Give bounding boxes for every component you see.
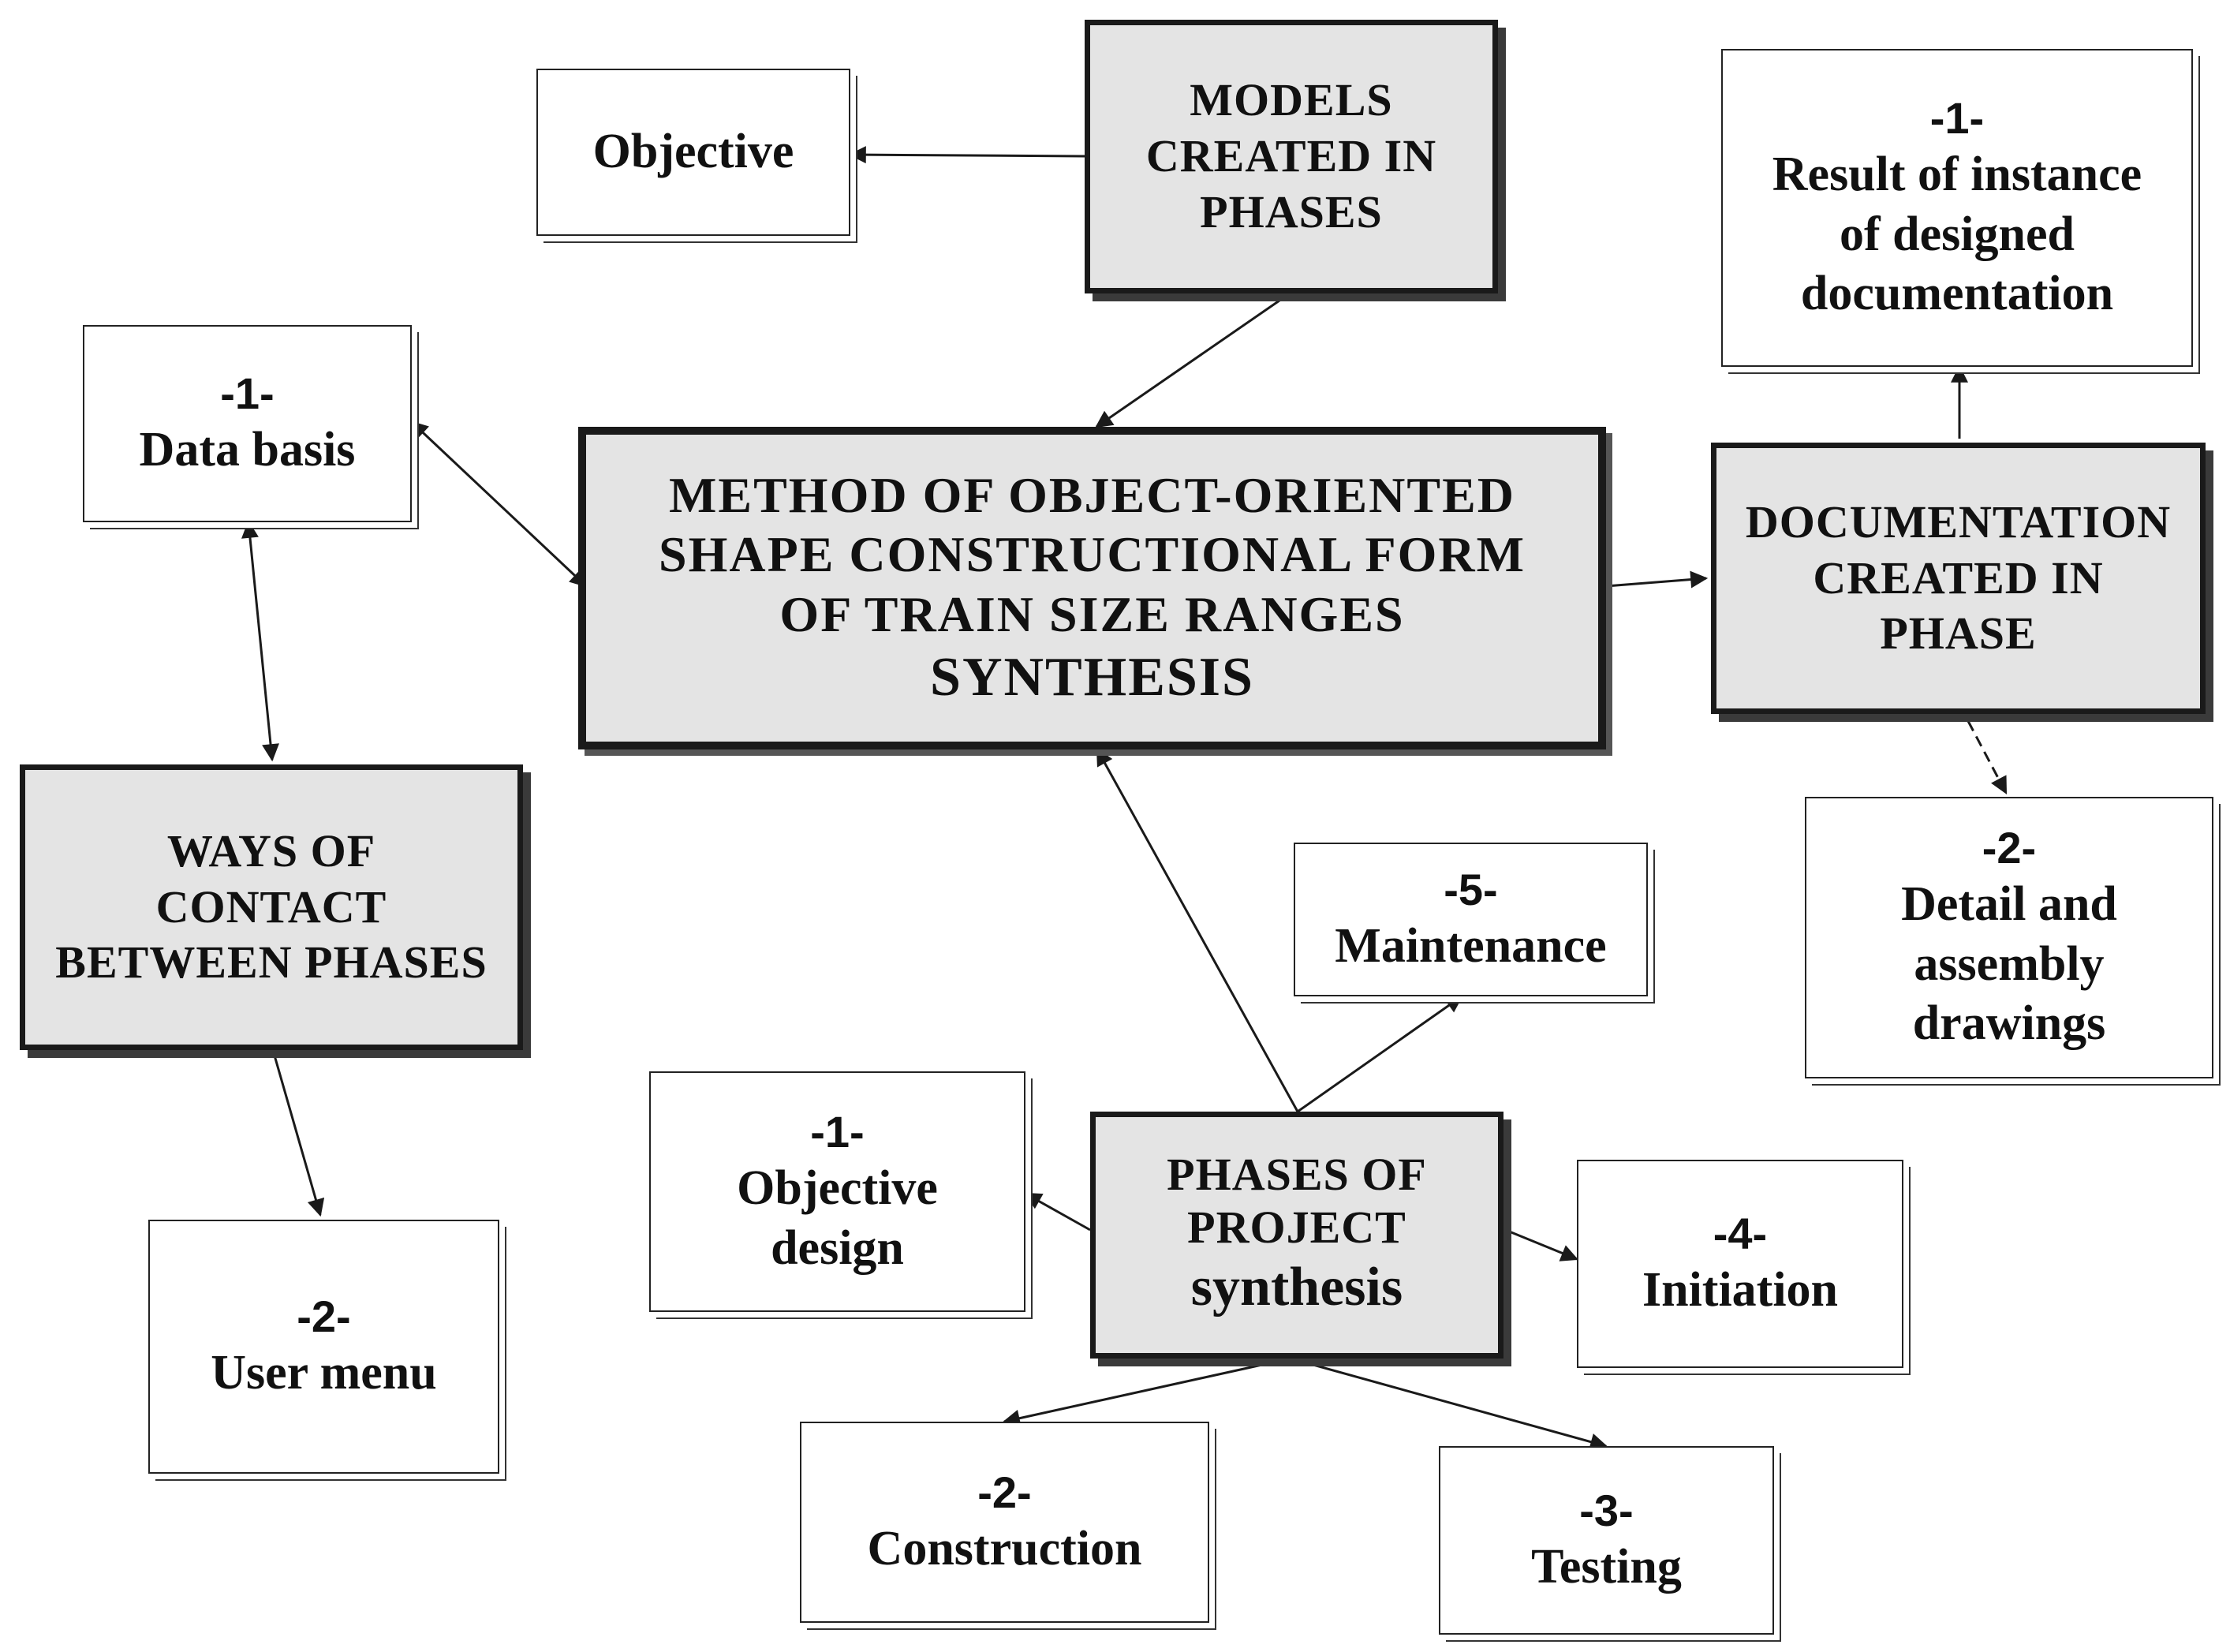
edge-main-documentation [1605,570,1709,589]
node-drawings: -2- Detail and assembly drawings [1805,797,2213,1078]
node-documentation-label: DOCUMENTATION CREATED IN PHASE [1745,495,2172,660]
edge-databasis-main [410,420,588,588]
node-result: -1- Result of instance of designed docum… [1721,49,2193,367]
edge-databasis-ways [241,520,279,762]
node-main-method: METHOD OF OBJECT-ORIENTED SHAPE CONSTRUC… [578,427,1606,749]
node-construction-label: Construction [867,1521,1142,1575]
edge-models-objective [848,146,1085,164]
node-data-basis-number: -1- [220,368,275,419]
node-maintenance-label: Maintenance [1335,918,1607,973]
edge-documentation-drawings [1967,720,2008,794]
edge-phases-main [1096,748,1299,1112]
node-ways-label: WAYS OF CONTACT BETWEEN PHASES [55,824,487,989]
node-user-menu-number: -2- [297,1291,351,1342]
edge-models-main [1095,292,1291,428]
node-objective-design-label: Objective design [737,1161,938,1275]
edge-ways-usermenu [271,1049,325,1217]
node-phases-label2: synthesis [1190,1257,1403,1318]
node-drawings-number: -2- [1982,822,2037,873]
node-user-menu: -2- User menu [148,1220,499,1474]
node-data-basis-label: Data basis [139,423,356,477]
node-ways-of-contact: WAYS OF CONTACT BETWEEN PHASES [20,764,523,1050]
node-drawings-label: Detail and assembly drawings [1901,877,2117,1051]
node-phases-label: PHASES OF PROJECT [1167,1149,1427,1253]
edge-phases-maintenance [1297,995,1463,1113]
edge-phases-testing [1290,1357,1608,1451]
node-documentation: DOCUMENTATION CREATED IN PHASE [1711,443,2206,714]
node-main-label: METHOD OF OBJECT-ORIENTED SHAPE CONSTRUC… [659,466,1526,642]
node-testing-label: Testing [1531,1539,1682,1594]
edge-phases-objdesign [1024,1192,1091,1232]
node-objective-label: Objective [592,125,794,179]
edge-phases-construction [1002,1357,1291,1427]
node-testing-number: -3- [1579,1485,1634,1535]
node-models-label: MODELS CREATED IN PHASES [1145,74,1437,237]
node-initiation-number: -4- [1713,1209,1768,1259]
node-objective-design: -1- Objective design [649,1071,1025,1312]
node-construction: -2- Construction [800,1422,1209,1623]
node-result-number: -1- [1929,92,1985,143]
node-phases-of-project: PHASES OF PROJECT synthesis [1090,1112,1503,1359]
node-main-label2: SYNTHESIS [930,647,1254,708]
node-initiation-label: Initiation [1642,1263,1839,1317]
node-objective-design-number: -1- [810,1106,865,1157]
node-maintenance-number: -5- [1444,864,1498,914]
node-user-menu-label: User menu [211,1346,437,1400]
node-result-label: Result of instance of designed documenta… [1772,148,2142,321]
node-data-basis: -1- Data basis [83,325,412,522]
node-maintenance: -5- Maintenance [1294,843,1648,996]
node-construction-number: -2- [977,1467,1032,1517]
node-models: MODELS CREATED IN PHASES [1085,20,1498,293]
edge-phases-initiation [1503,1228,1579,1261]
node-objective: Objective [536,69,850,236]
node-initiation: -4- Initiation [1577,1160,1903,1368]
node-testing: -3- Testing [1439,1446,1774,1635]
